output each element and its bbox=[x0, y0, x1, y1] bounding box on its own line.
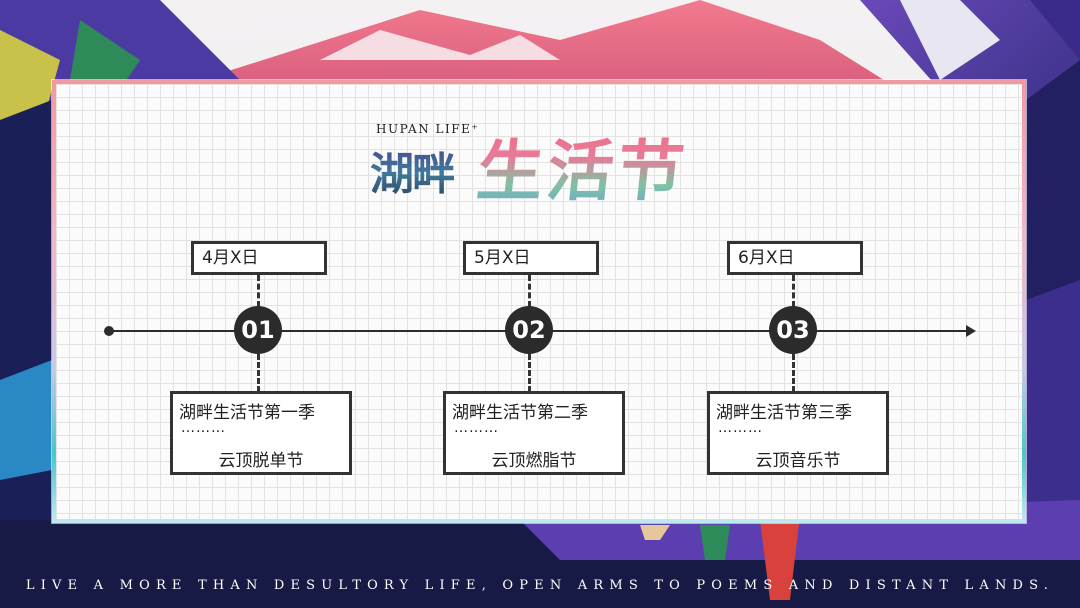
footer-slogan: LIVE A MORE THAN DESULTORY LIFE, OPEN AR… bbox=[25, 578, 1055, 593]
timeline-node-2: 02 bbox=[505, 306, 553, 354]
connector-dash-2-bottom bbox=[528, 354, 531, 392]
timeline-node-1: 01 bbox=[234, 306, 282, 354]
event-dots-2: ……… bbox=[454, 420, 499, 436]
connector-dash-3-top bbox=[792, 275, 795, 307]
date-label-2: 5月X日 bbox=[463, 241, 599, 275]
connector-dash-3-bottom bbox=[792, 354, 795, 392]
connector-dash-2-top bbox=[528, 275, 531, 307]
timeline-start-dot bbox=[104, 326, 114, 336]
event-subtitle-1: 云顶脱单节 bbox=[218, 451, 304, 471]
event-subtitle-2: 云顶燃脂节 bbox=[491, 451, 577, 471]
timeline-arrow-icon bbox=[966, 325, 976, 337]
logo-subtitle: HUPAN LIFE⁺ bbox=[376, 122, 480, 136]
event-card-1: 湖畔生活节第一季 ……… 云顶脱单节 bbox=[170, 391, 352, 475]
connector-dash-1-bottom bbox=[257, 354, 260, 392]
timeline-node-3: 03 bbox=[769, 306, 817, 354]
event-dots-3: ……… bbox=[718, 420, 763, 436]
date-label-1: 4月X日 bbox=[191, 241, 327, 275]
logo-big-text: 生活节 bbox=[473, 118, 693, 214]
event-title-3: 湖畔生活节第三季 bbox=[716, 403, 852, 423]
event-card-3: 湖畔生活节第三季 ……… 云顶音乐节 bbox=[707, 391, 889, 475]
connector-dash-1-top bbox=[257, 275, 260, 307]
event-title-2: 湖畔生活节第二季 bbox=[452, 403, 588, 423]
event-subtitle-3: 云顶音乐节 bbox=[755, 451, 841, 471]
logo-main-text: 湖畔 bbox=[370, 138, 456, 202]
event-dots-1: ……… bbox=[181, 420, 226, 436]
event-card-2: 湖畔生活节第二季 ……… 云顶燃脂节 bbox=[443, 391, 625, 475]
date-label-3: 6月X日 bbox=[727, 241, 863, 275]
event-title-1: 湖畔生活节第一季 bbox=[179, 403, 315, 423]
event-logo: HUPAN LIFE⁺ 湖畔 生活节 bbox=[370, 118, 730, 210]
